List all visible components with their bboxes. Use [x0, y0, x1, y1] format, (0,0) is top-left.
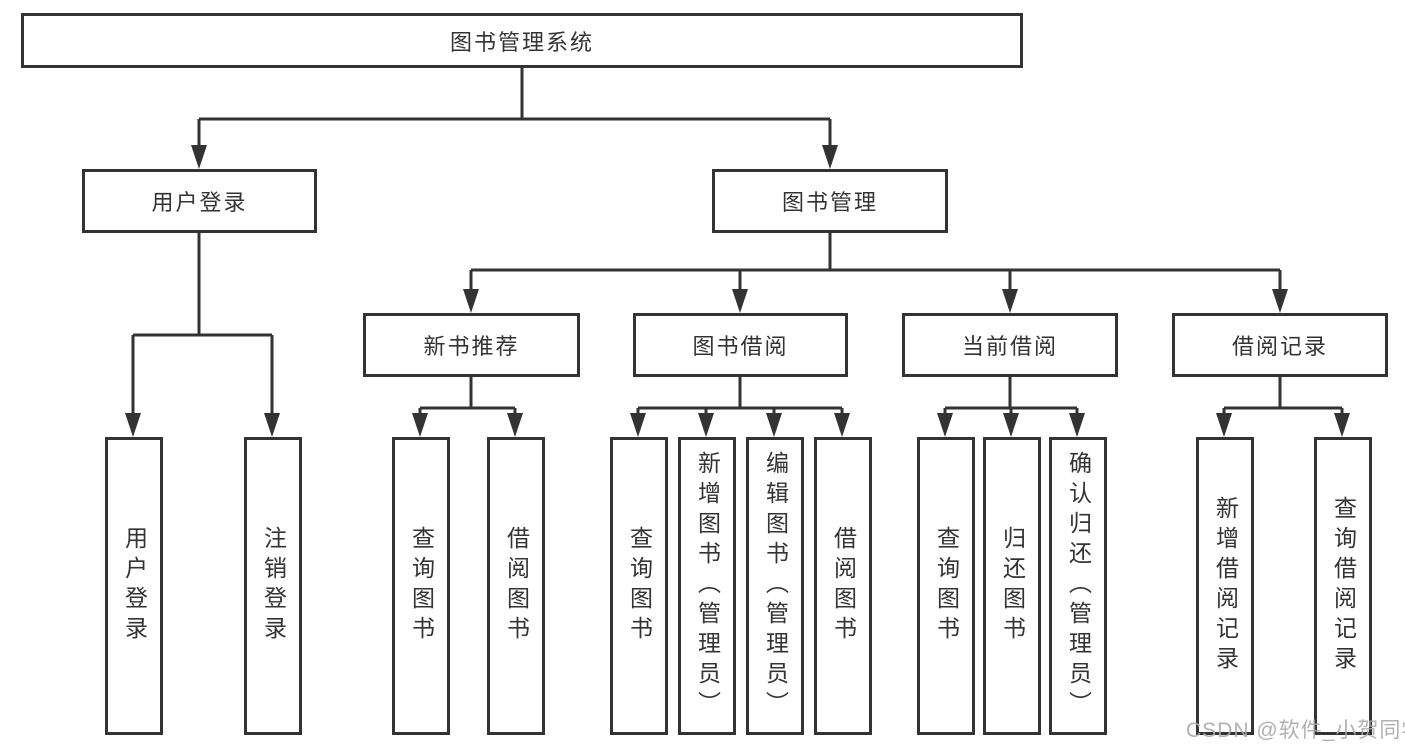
leaf-logout: 注销登录 [244, 437, 302, 735]
leaf-query-books-borrowing: 查询图书 [610, 437, 668, 735]
node-book-management-label: 图书管理 [781, 190, 878, 215]
node-borrowing-records-label: 借阅记录 [1231, 334, 1328, 359]
leaf-borrow-books-borrowing: 借阅图书 [814, 437, 872, 735]
arrowheads [125, 145, 1350, 437]
node-new-book-recommend: 新书推荐 [363, 313, 580, 377]
node-new-book-recommend-label: 新书推荐 [423, 334, 520, 359]
node-user-login: 用户登录 [82, 169, 317, 233]
leaf-user-login: 用户登录 [105, 437, 163, 735]
watermark: CSDN @软件_小贺同学 [1186, 719, 1405, 742]
node-borrowing-records: 借阅记录 [1172, 313, 1388, 377]
leaf-query-books-current: 查询图书 [917, 437, 975, 735]
node-book-borrowing: 图书借阅 [633, 313, 848, 377]
leaf-confirm-return-admin: 确认归还（管理员） [1049, 437, 1107, 735]
node-root-label: 图书管理系统 [449, 29, 594, 55]
node-current-borrowing-label: 当前借阅 [961, 334, 1058, 359]
leaf-add-book-admin: 新增图书（管理员） [678, 437, 736, 735]
node-current-borrowing: 当前借阅 [902, 313, 1118, 377]
leaf-borrow-books-recommend: 借阅图书 [487, 437, 545, 735]
leaf-query-books-recommend: 查询图书 [392, 437, 450, 735]
node-book-borrowing-label: 图书借阅 [692, 334, 789, 359]
node-root: 图书管理系统 [21, 13, 1023, 68]
node-book-management: 图书管理 [712, 169, 948, 233]
node-user-login-label: 用户登录 [151, 190, 248, 215]
leaf-query-borrow-record: 查询借阅记录 [1314, 437, 1372, 735]
leaf-edit-book-admin: 编辑图书（管理员） [746, 437, 804, 735]
leaf-return-books: 归还图书 [983, 437, 1041, 735]
leaf-add-borrow-record: 新增借阅记录 [1196, 437, 1254, 735]
